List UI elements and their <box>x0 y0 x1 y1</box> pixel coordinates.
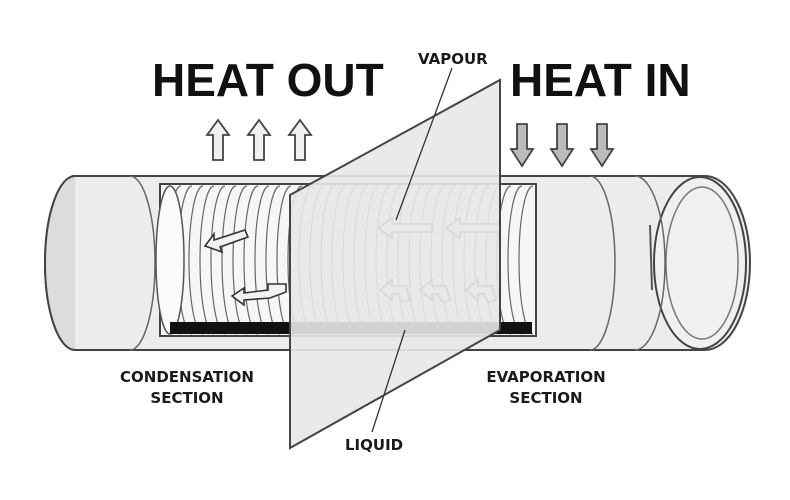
section-plane <box>289 78 501 450</box>
heat-out-label: HEAT OUT <box>152 54 384 106</box>
elbow-arrow-icon <box>203 229 250 254</box>
down-arrow-icon <box>549 123 575 168</box>
vapour-label: VAPOUR <box>418 50 488 68</box>
heat-out-arrows <box>205 118 313 161</box>
evaporation-section-label-line2: SECTION <box>509 389 582 407</box>
up-arrow-icon <box>287 118 313 161</box>
down-arrow-icon <box>589 123 615 168</box>
condensation-section-label-line2: SECTION <box>150 389 223 407</box>
evaporation-section-label-line1: EVAPORATION <box>486 368 605 386</box>
liquid-leader-line <box>371 329 406 433</box>
liquid-label: LIQUID <box>345 436 403 454</box>
down-arrow-icon <box>509 123 535 168</box>
up-arrow-icon <box>205 118 231 161</box>
elbow-arrow-icon <box>230 283 287 307</box>
condensation-section-label-line1: CONDENSATION <box>120 368 254 386</box>
heat-in-arrows <box>509 123 615 168</box>
heat-in-label: HEAT IN <box>510 54 691 106</box>
up-arrow-icon <box>246 118 272 161</box>
vapour-leader-line <box>395 67 453 221</box>
tube-end-cap <box>653 176 747 350</box>
